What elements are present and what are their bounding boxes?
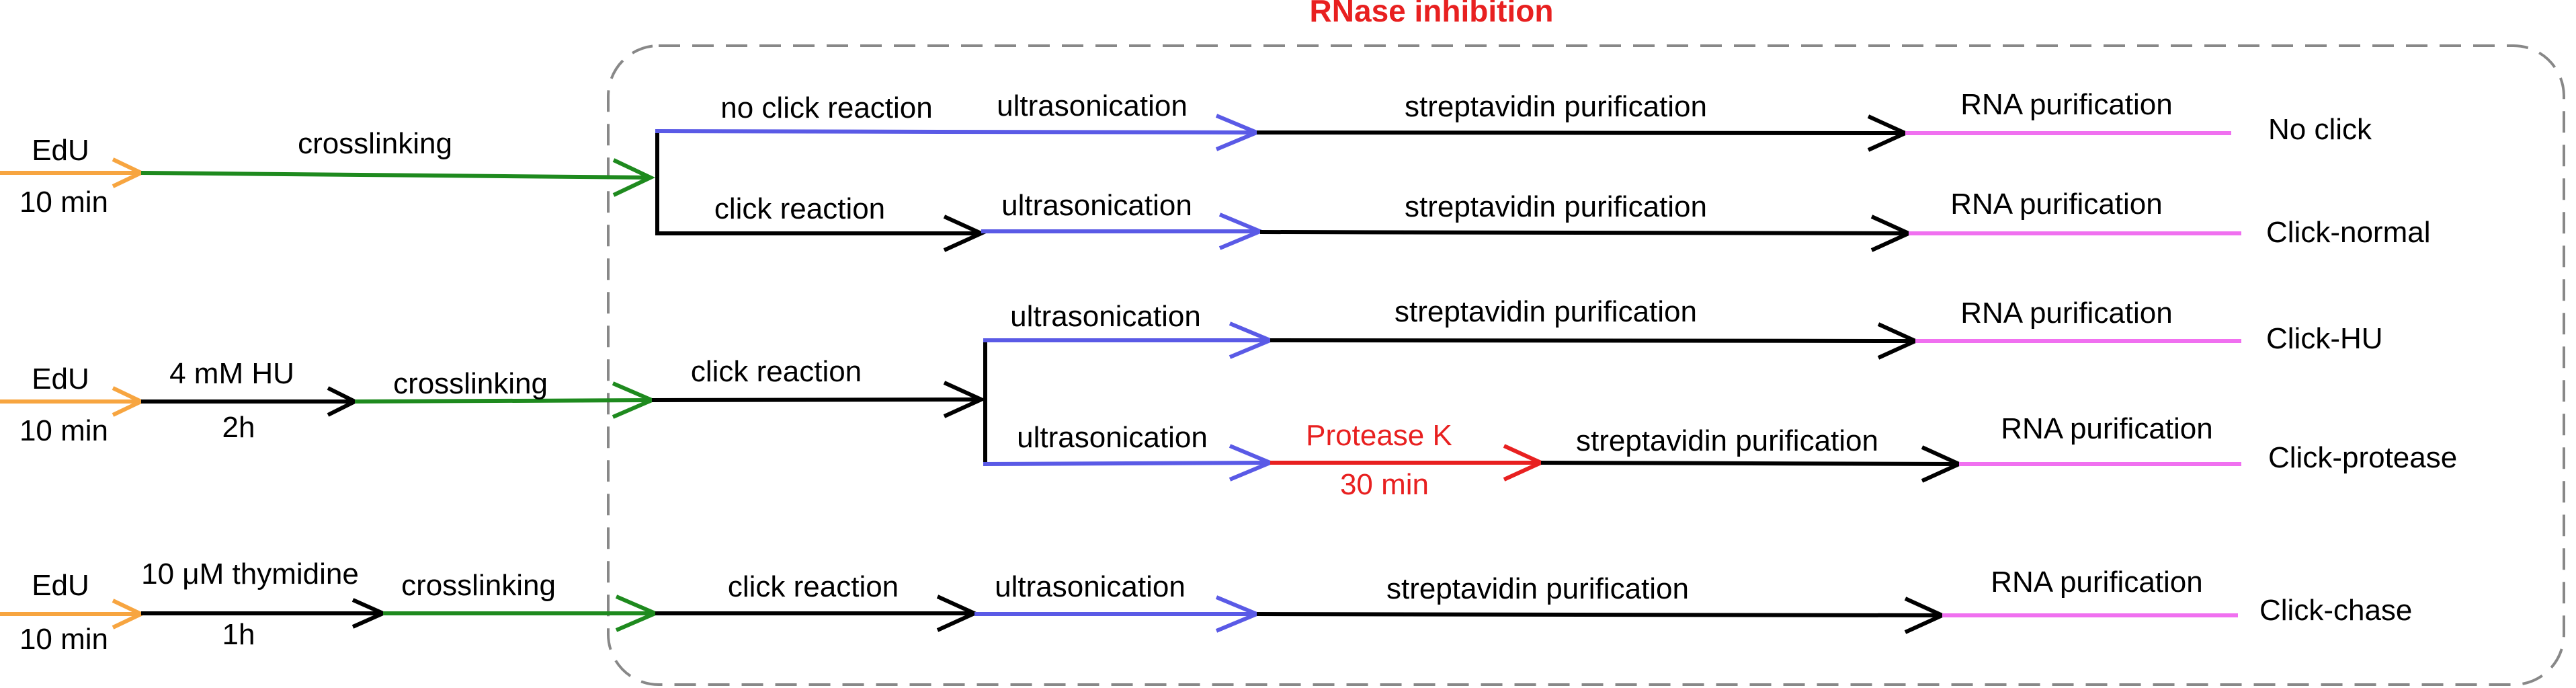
crosslinking-label: crosslinking	[393, 367, 548, 400]
streptavidin-purification-label: streptavidin purification	[1405, 190, 1707, 223]
group-1: EdU 10 min crosslinking	[0, 127, 659, 233]
crosslinking-segment	[354, 398, 653, 404]
group-2: EdU 10 min 4 mM HU 2h crosslinking click…	[0, 340, 987, 466]
outcome-label: Click-chase	[2259, 594, 2412, 627]
edu-label: EdU	[32, 134, 89, 167]
purification-segment	[1540, 461, 1960, 466]
click-reaction-label: click reaction	[728, 570, 899, 603]
purification-segment	[1256, 130, 1906, 135]
click-reaction-label: click reaction	[691, 355, 862, 388]
streptavidin-purification-label: streptavidin purification	[1576, 424, 1878, 457]
ultrasonication-label: ultrasonication	[997, 89, 1188, 122]
crosslinking-arrowhead	[612, 158, 656, 197]
sonication-arrowhead	[1218, 213, 1265, 250]
streptavidin-purification-label: streptavidin purification	[1405, 90, 1707, 123]
branch-click-hu: ultrasonication streptavidin purificatio…	[983, 295, 2383, 360]
branch-click-protease: ultrasonication Protease K 30 min strept…	[983, 412, 2457, 501]
edu-time-label: 10 min	[19, 414, 108, 447]
edu-time-label: 10 min	[19, 623, 108, 656]
group-3: EdU 10 min 10 μM thymidine 1h crosslinki…	[0, 558, 980, 656]
branch-click-normal: click reaction ultrasonication streptavi…	[655, 188, 2430, 252]
treatment-label: 4 mM HU	[169, 357, 294, 390]
rna-purification-label: RNA purification	[1960, 88, 2172, 121]
purification-segment	[1259, 230, 1909, 235]
treatment-time-label: 2h	[222, 411, 255, 444]
treatment-time-label: 1h	[222, 618, 255, 651]
outcome-label: Click-protease	[2268, 441, 2457, 474]
streptavidin-purification-label: streptavidin purification	[1395, 295, 1697, 328]
edu-label: EdU	[32, 362, 89, 395]
branch-click-chase: ultrasonication streptavidin purificatio…	[974, 566, 2412, 634]
rnase-inhibition-title: RNase inhibition	[1310, 0, 1554, 28]
streptavidin-purification-label: streptavidin purification	[1386, 572, 1689, 605]
protease-label: Protease K	[1306, 419, 1452, 452]
click-reaction-segment	[651, 397, 982, 402]
crosslinking-label: crosslinking	[298, 127, 452, 160]
crosslinking-label: crosslinking	[401, 569, 556, 602]
ultrasonication-label: ultrasonication	[1010, 300, 1201, 333]
purification-segment	[1270, 338, 1916, 343]
edu-label: EdU	[32, 569, 89, 602]
purification-segment	[1256, 612, 1943, 617]
crosslinking-segment	[140, 171, 651, 180]
ultrasonication-label: ultrasonication	[1017, 421, 1208, 454]
rna-purification-label: RNA purification	[1960, 297, 2172, 330]
click-reaction-label: click reaction	[714, 192, 885, 225]
branch-no-click: no click reaction ultrasonication strept…	[655, 88, 2372, 152]
protease-time-label: 30 min	[1340, 468, 1429, 501]
rna-purification-label: RNA purification	[2001, 412, 2212, 445]
ultrasonication-label: ultrasonication	[1001, 189, 1192, 222]
rna-purification-label: RNA purification	[1991, 566, 2202, 599]
rna-purification-label: RNA purification	[1950, 188, 2162, 221]
outcome-label: Click-HU	[2266, 322, 2383, 355]
no-click-reaction-label: no click reaction	[720, 91, 932, 124]
click-reaction-arrowhead	[943, 381, 987, 418]
outcome-label: Click-normal	[2266, 216, 2430, 249]
ultrasonication-label: ultrasonication	[995, 570, 1186, 603]
sonication-segment	[983, 461, 1271, 466]
edu-time-label: 10 min	[19, 186, 108, 219]
treatment-label: 10 μM thymidine	[141, 558, 359, 590]
no-click-segment	[655, 129, 1257, 135]
rnase-inhibition-box	[607, 44, 2565, 686]
outcome-label: No click	[2268, 113, 2372, 146]
